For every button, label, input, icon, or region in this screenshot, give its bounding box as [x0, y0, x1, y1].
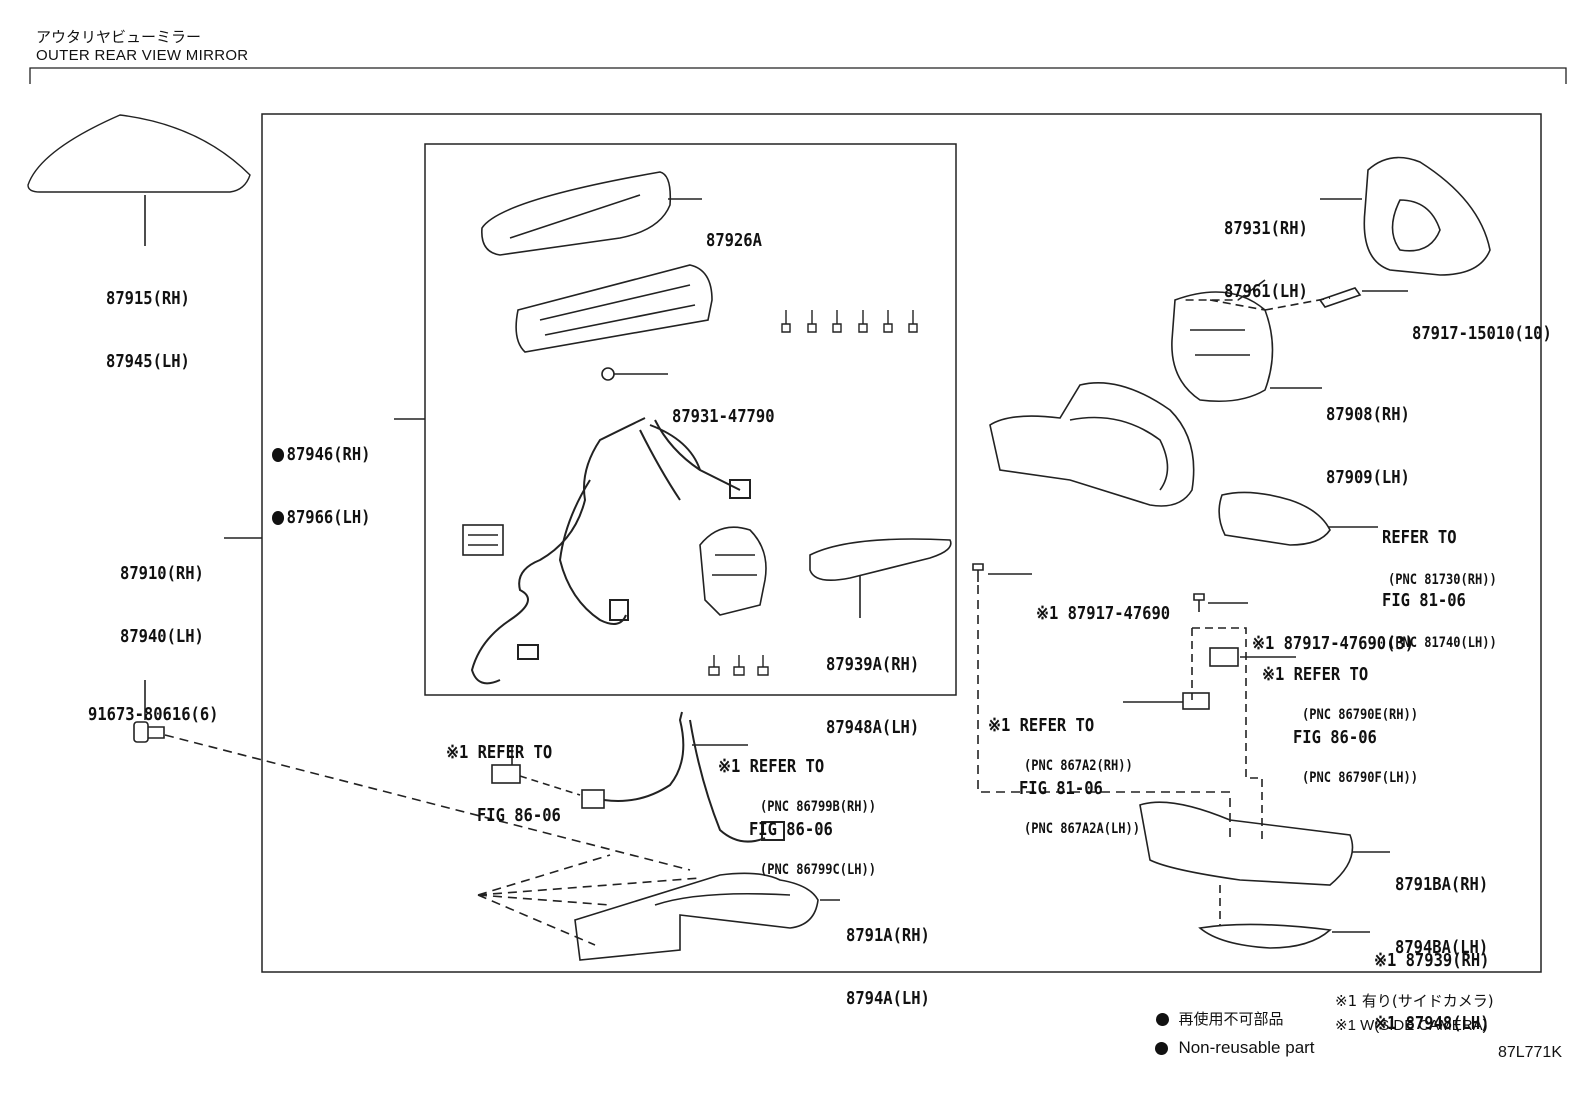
label-refer-81-06-mid: ※1 REFER TO FIG 81-06: [988, 715, 1103, 799]
label-87931-47790: 87931-47790: [672, 406, 775, 427]
page-title-en: OUTER REAR VIEW MIRROR: [36, 47, 249, 64]
mirror-housing-base: [989, 382, 1195, 507]
screw-row-bottom: [708, 655, 769, 676]
actuator-87908: [1171, 291, 1274, 403]
label-pnc-86790: (PNC 86790E(RH)) (PNC 86790F(LH)): [1302, 707, 1418, 786]
label-8791ba: 8791BA(RH) 8794BA(LH): [1395, 874, 1489, 958]
mirror-trim-87926a: [481, 171, 672, 256]
label-87915: 87915(RH) 87945(LH): [106, 288, 190, 372]
label-87917-47690: ※1 87917-47690: [1036, 603, 1171, 624]
lower-cover-8791a: [574, 872, 819, 961]
label-87926a: 87926A: [706, 230, 762, 251]
label-87917-47690-3: ※1 87917-47690(3): [1252, 633, 1415, 654]
label-87939a: 87939A(RH) 87948A(LH): [826, 654, 920, 738]
label-pnc-817: (PNC 81730(RH)) (PNC 81740(LH)): [1388, 572, 1497, 651]
label-87908: 87908(RH) 87909(LH): [1326, 404, 1410, 488]
legend-nonreusable-en: Non-reusable part: [1146, 1018, 1315, 1058]
glass-87939: [1198, 923, 1332, 949]
wire-harness: [470, 417, 751, 685]
label-87931: 87931(RH) 87961(LH): [1224, 218, 1308, 302]
nonreusable-dot-icon: [1155, 1013, 1169, 1026]
label-refer-81-06-right: REFER TO FIG 81-06: [1382, 527, 1466, 611]
label-91673: 91673-80616(6): [88, 704, 219, 725]
lower-cover-8791ba: [1139, 801, 1354, 886]
mirror-glass-87931: [1363, 156, 1491, 276]
label-8791a: 8791A(RH) 8794A(LH): [846, 925, 930, 1009]
label-pnc-867a: (PNC 867A2(RH)) (PNC 867A2A(LH)): [1024, 758, 1140, 837]
mirror-housing-frame: [515, 264, 713, 353]
nonreusable-dot-icon: [1155, 1042, 1169, 1056]
glass-piece-87939a: [809, 538, 952, 581]
label-refer-86-06-right: ※1 REFER TO FIG 86-06: [1262, 664, 1377, 748]
connector-block: [462, 524, 504, 556]
mirror-actuator: [699, 526, 767, 616]
label-87910: 87910(RH) 87940(LH): [120, 563, 204, 647]
label-refer-86-06-left: ※1 REFER TO FIG 86-06: [446, 742, 561, 826]
screw-row-top: [781, 310, 918, 333]
mirror-cover-part: [27, 114, 251, 193]
legend-note-en: ※1 W(SIDE CAMERA): [1335, 1017, 1488, 1034]
label-refer-86-06-mid: ※1 REFER TO FIG 86-06: [718, 756, 833, 840]
legend-note-jp: ※1 有り(サイドカメラ): [1335, 992, 1494, 1010]
label-87939: ※1 87939(RH) ※1 87948(LH): [1374, 950, 1490, 1034]
turn-signal-lamp: [1218, 491, 1331, 546]
page-title-jp: アウタリヤビューミラー: [36, 28, 202, 46]
figure-code: 87L771K: [1497, 1044, 1562, 1061]
bolt-91673: [133, 721, 165, 743]
label-87917-15010: 87917-15010(10): [1412, 323, 1552, 344]
camera-cable: [603, 711, 785, 843]
legend-nonreusable-jp: 再使用不可部品: [1146, 990, 1284, 1029]
label-87946: 87946(RH) 87966(LH): [272, 402, 371, 549]
label-pnc-86799: (PNC 86799B(RH)) (PNC 86799C(LH)): [760, 799, 876, 878]
